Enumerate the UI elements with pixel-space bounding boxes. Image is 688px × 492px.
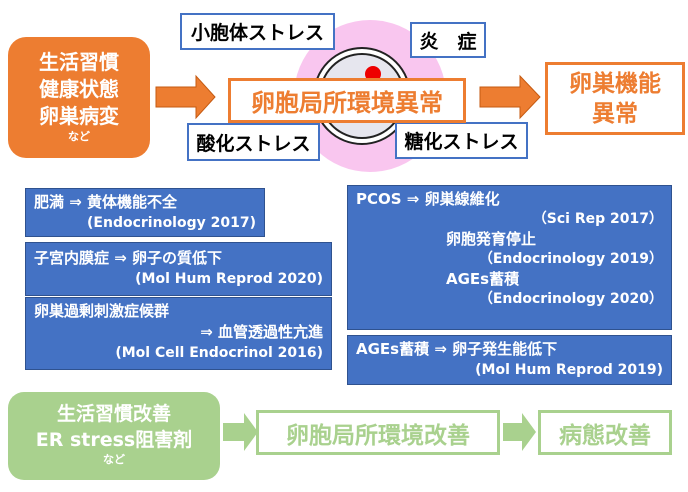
evidence-ages: AGEs蓄積 ⇒ 卵子発生能低下 (Mol Hum Reprod 2019) (347, 335, 672, 385)
evidence-text: 子宮内膜症 ⇒ 卵子の質低下 (34, 249, 223, 267)
pcos-ref-2: （Endocrinology 2019） (478, 251, 663, 267)
evidence-text: 肥満 ⇒ 黄体機能不全 (34, 193, 178, 211)
cause-lifestyle: 生活習慣 (39, 50, 119, 74)
ages-title: AGEs蓄積 ⇒ 卵子発生能低下 (356, 340, 558, 358)
treatment-lifestyle: 生活習慣改善 (56, 403, 171, 425)
arrow-improve-to-pathology (503, 413, 536, 451)
evidence-endometriosis: 子宮内膜症 ⇒ 卵子の質低下 (Mol Hum Reprod 2020) (25, 242, 332, 296)
oxidative-stress-label: 酸化ストレス (187, 123, 320, 161)
pcos-title: PCOS ⇒ 卵巣線維化 (356, 190, 500, 208)
er-stress-label: 小胞体ストレス (180, 13, 335, 50)
evidence-ref: (Mol Cell Endocrinol 2016) (115, 345, 323, 361)
glycation-stress-label: 糖化ストレス (395, 122, 528, 159)
arrow-treatment-to-improve (223, 413, 258, 451)
evidence-text: ⇒ 血管透過性亢進 (200, 323, 323, 341)
evidence-ohss: 卵巣過剰刺激症候群 ⇒ 血管透過性亢進 (Mol Cell Endocrinol… (25, 297, 332, 370)
outcome-line-1: 卵巣機能 (569, 70, 661, 97)
inflammation-label: 炎 症 (410, 22, 486, 58)
cause-ovary-lesion: 卵巣病変 (39, 104, 119, 128)
outcome-line-2: 異常 (592, 100, 638, 127)
treatment-etc: など (103, 453, 125, 466)
evidence-pcos: PCOS ⇒ 卵巣線維化 （Sci Rep 2017） 卵胞発育停止 （Endo… (347, 185, 672, 330)
ovarian-dysfunction-box: 卵巣機能 異常 (545, 62, 685, 135)
pcos-ref-3: （Endocrinology 2020） (478, 291, 663, 307)
follicle-environment-abnormality: 卵胞局所環境異常 (228, 78, 466, 123)
evidence-ref: (Endocrinology 2017) (87, 215, 256, 231)
treatment-box: 生活習慣改善 ER stress阻害剤 など (8, 392, 220, 480)
evidence-obesity: 肥満 ⇒ 黄体機能不全 (Endocrinology 2017) (25, 188, 265, 237)
evidence-ref: (Mol Hum Reprod 2020) (135, 271, 323, 287)
pcos-item-2: 卵胞発育停止 (446, 230, 537, 248)
ages-ref: (Mol Hum Reprod 2019) (475, 362, 663, 378)
causes-box: 生活習慣 健康状態 卵巣病変 など (8, 37, 150, 158)
follicle-environment-improvement: 卵胞局所環境改善 (256, 410, 500, 455)
treatment-er-inhibitor: ER stress阻害剤 (35, 429, 193, 451)
causes-etc: など (68, 130, 90, 143)
evidence-text: 卵巣過剰刺激症候群 (34, 302, 170, 320)
pcos-ref-1: （Sci Rep 2017） (532, 211, 663, 227)
pcos-item-3: AGEs蓄積 (446, 270, 520, 288)
arrow-center-to-outcome (479, 74, 541, 120)
cause-health: 健康状態 (39, 77, 119, 101)
pathology-improvement: 病態改善 (538, 410, 672, 455)
arrow-causes-to-center (155, 74, 216, 120)
